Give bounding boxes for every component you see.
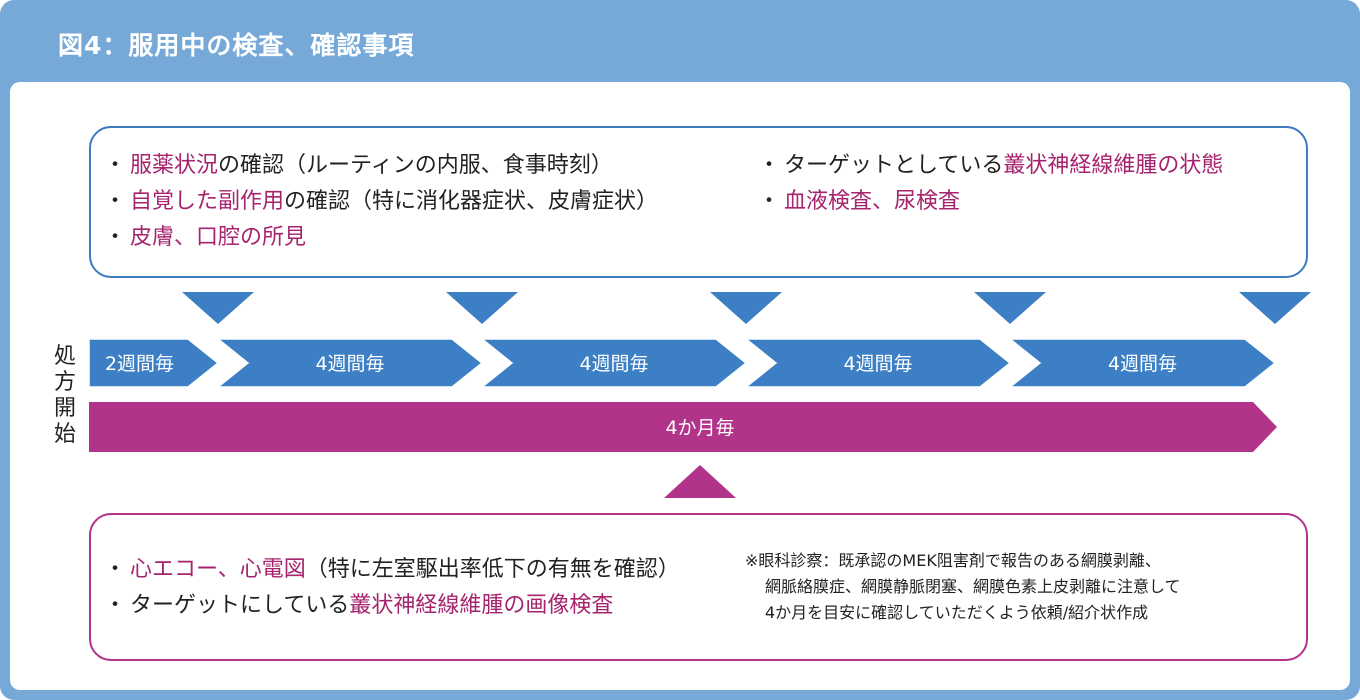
highlight-text: 心エコー、心電図 [130, 557, 306, 582]
interval-label: 4週間毎 [1108, 353, 1177, 375]
four-month-checks-box [89, 513, 1308, 661]
figure-title: 図4：服用中の検査、確認事項 [58, 31, 415, 60]
top-right-list: ・ターゲットとしている叢状神経線維腫の状態・血液検査、尿検査 [758, 148, 1223, 220]
interval-arrow-3 [479, 338, 748, 388]
list-item: ・心エコー、心電図（特に左室駆出率低下の有無を確認） [104, 552, 680, 588]
interval-arrow-4 [743, 338, 1012, 388]
interval-label: 4週間毎 [843, 353, 912, 375]
interval-label: 4週間毎 [579, 353, 648, 375]
four-month-label: 4か月毎 [665, 417, 734, 439]
up-triangle [664, 465, 736, 498]
highlight-text: 血液検査、尿検査 [784, 189, 961, 214]
vertical-char: 方 [54, 370, 77, 395]
bullet: ・ [104, 189, 127, 214]
down-triangle-2 [446, 292, 518, 324]
bullet: ・ [758, 153, 781, 178]
highlight-text: 服薬状況 [130, 153, 219, 178]
list-item: ・服薬状況の確認（ルーティンの内服、食事時刻） [104, 148, 658, 184]
down-triangle-3 [710, 292, 782, 324]
item-text: の確認（ルーティンの内服、食事時刻） [218, 153, 613, 178]
down-triangle-1 [182, 292, 254, 324]
bullet: ・ [758, 189, 781, 214]
list-item: ・ターゲットにしている叢状神経線維腫の画像検査 [104, 588, 680, 624]
interval-label: 2週間毎 [105, 353, 174, 375]
vertical-char: 始 [54, 422, 77, 447]
four-month-arrow [89, 402, 1277, 452]
prescription-start-label: 処方開始 [54, 344, 76, 448]
vertical-char: 処 [54, 344, 77, 369]
vertical-char: 開 [54, 396, 77, 421]
down-triangles [182, 292, 1311, 324]
interval-arrow-2 [215, 338, 484, 388]
note-line: 4か月を目安に確認していただくよう依頼/紹介状作成 [765, 603, 1149, 622]
note-line: ※眼科診察：既承認のMEK阻害剤で報告のある網膜剥離、 [745, 551, 1161, 570]
ophthalmology-note: ※眼科診察：既承認のMEK阻害剤で報告のある網膜剥離、網脈絡膜症、網膜静脈閉塞、… [745, 548, 1285, 626]
bottom-list: ・心エコー、心電図（特に左室駆出率低下の有無を確認）・ターゲットにしている叢状神… [104, 552, 680, 624]
highlight-text: 自覚した副作用 [130, 189, 285, 214]
highlight-text: 叢状神経線維腫の画像検査 [349, 593, 614, 618]
monthly-checks-box [89, 126, 1308, 278]
top-left-list: ・服薬状況の確認（ルーティンの内服、食事時刻）・自覚した副作用の確認（特に消化器… [104, 148, 658, 256]
blue-interval-arrows: 2週間毎 4週間毎 4週間毎 4週間毎 4週間毎 [88, 338, 1277, 388]
item-text: の確認（特に消化器症状、皮膚症状） [284, 189, 659, 214]
interval-arrow-1 [88, 338, 220, 388]
interval-label: 4週間毎 [315, 353, 384, 375]
item-text: （特に左室駆出率低下の有無を確認） [305, 557, 680, 582]
down-triangle-5 [1239, 292, 1311, 324]
list-item: ・血液検査、尿検査 [758, 184, 1223, 220]
interval-arrow-5 [1007, 338, 1277, 388]
list-item: ・自覚した副作用の確認（特に消化器症状、皮膚症状） [104, 184, 658, 220]
note-line: 網脈絡膜症、網膜静脈閉塞、網膜色素上皮剥離に注意して [765, 577, 1181, 596]
magenta-interval-arrow: 4か月毎 [89, 402, 1277, 452]
down-triangle-4 [974, 292, 1046, 324]
list-item: ・ターゲットとしている叢状神経線維腫の状態 [758, 148, 1223, 184]
bullet: ・ [104, 153, 127, 178]
item-text: ターゲットにしている [130, 593, 350, 618]
highlight-text: 叢状神経線維腫の状態 [1003, 153, 1224, 178]
bullet: ・ [104, 557, 127, 582]
list-item: ・皮膚、口腔の所見 [104, 220, 658, 256]
bullet: ・ [104, 225, 127, 250]
item-text: ターゲットとしている [784, 153, 1004, 178]
bullet: ・ [104, 593, 127, 618]
highlight-text: 皮膚、口腔の所見 [130, 225, 307, 250]
